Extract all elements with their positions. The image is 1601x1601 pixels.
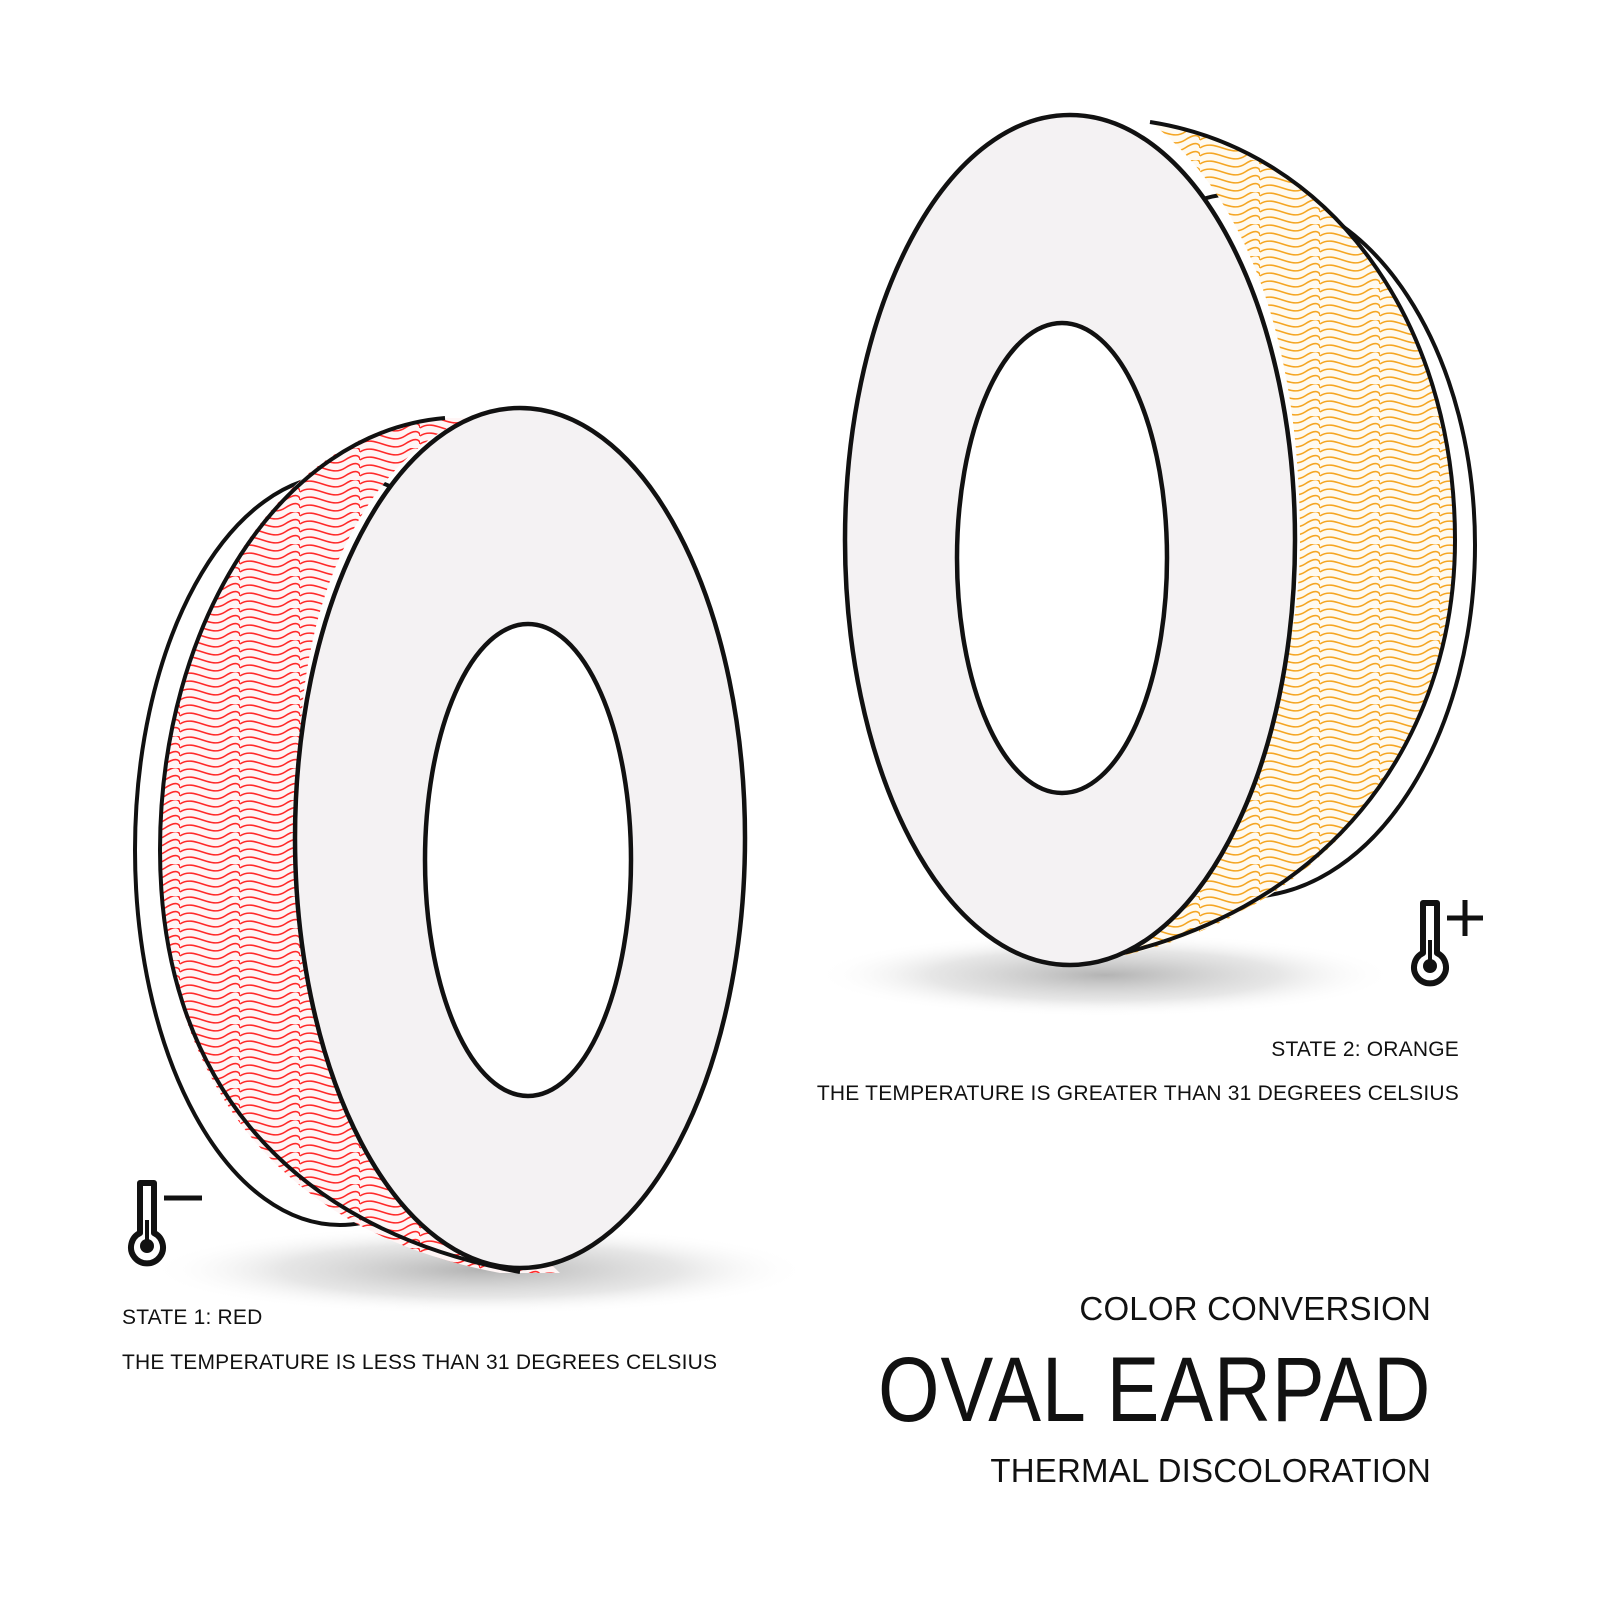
left-earpad-shadow [150,1225,810,1315]
state2-description: THE TEMPERATURE IS GREATER THAN 31 DEGRE… [816,1082,1459,1105]
state1-description: THE TEMPERATURE IS LESS THAN 31 DEGREES … [122,1351,718,1374]
thermometer-minus-icon [128,1180,202,1267]
state1-title: STATE 1: RED [122,1306,263,1329]
heading-subtitle: THERMAL DISCOLORATION [990,1452,1431,1489]
heading-kicker: COLOR CONVERSION [1079,1290,1431,1327]
heading-title: OVAL EARPAD [877,1339,1431,1441]
right-earpad [842,112,1477,968]
thermometer-plus-icon [1411,900,1483,987]
left-earpad [133,405,748,1274]
right-earpad-shadow [815,933,1395,1017]
state2-title: STATE 2: ORANGE [1271,1038,1459,1061]
